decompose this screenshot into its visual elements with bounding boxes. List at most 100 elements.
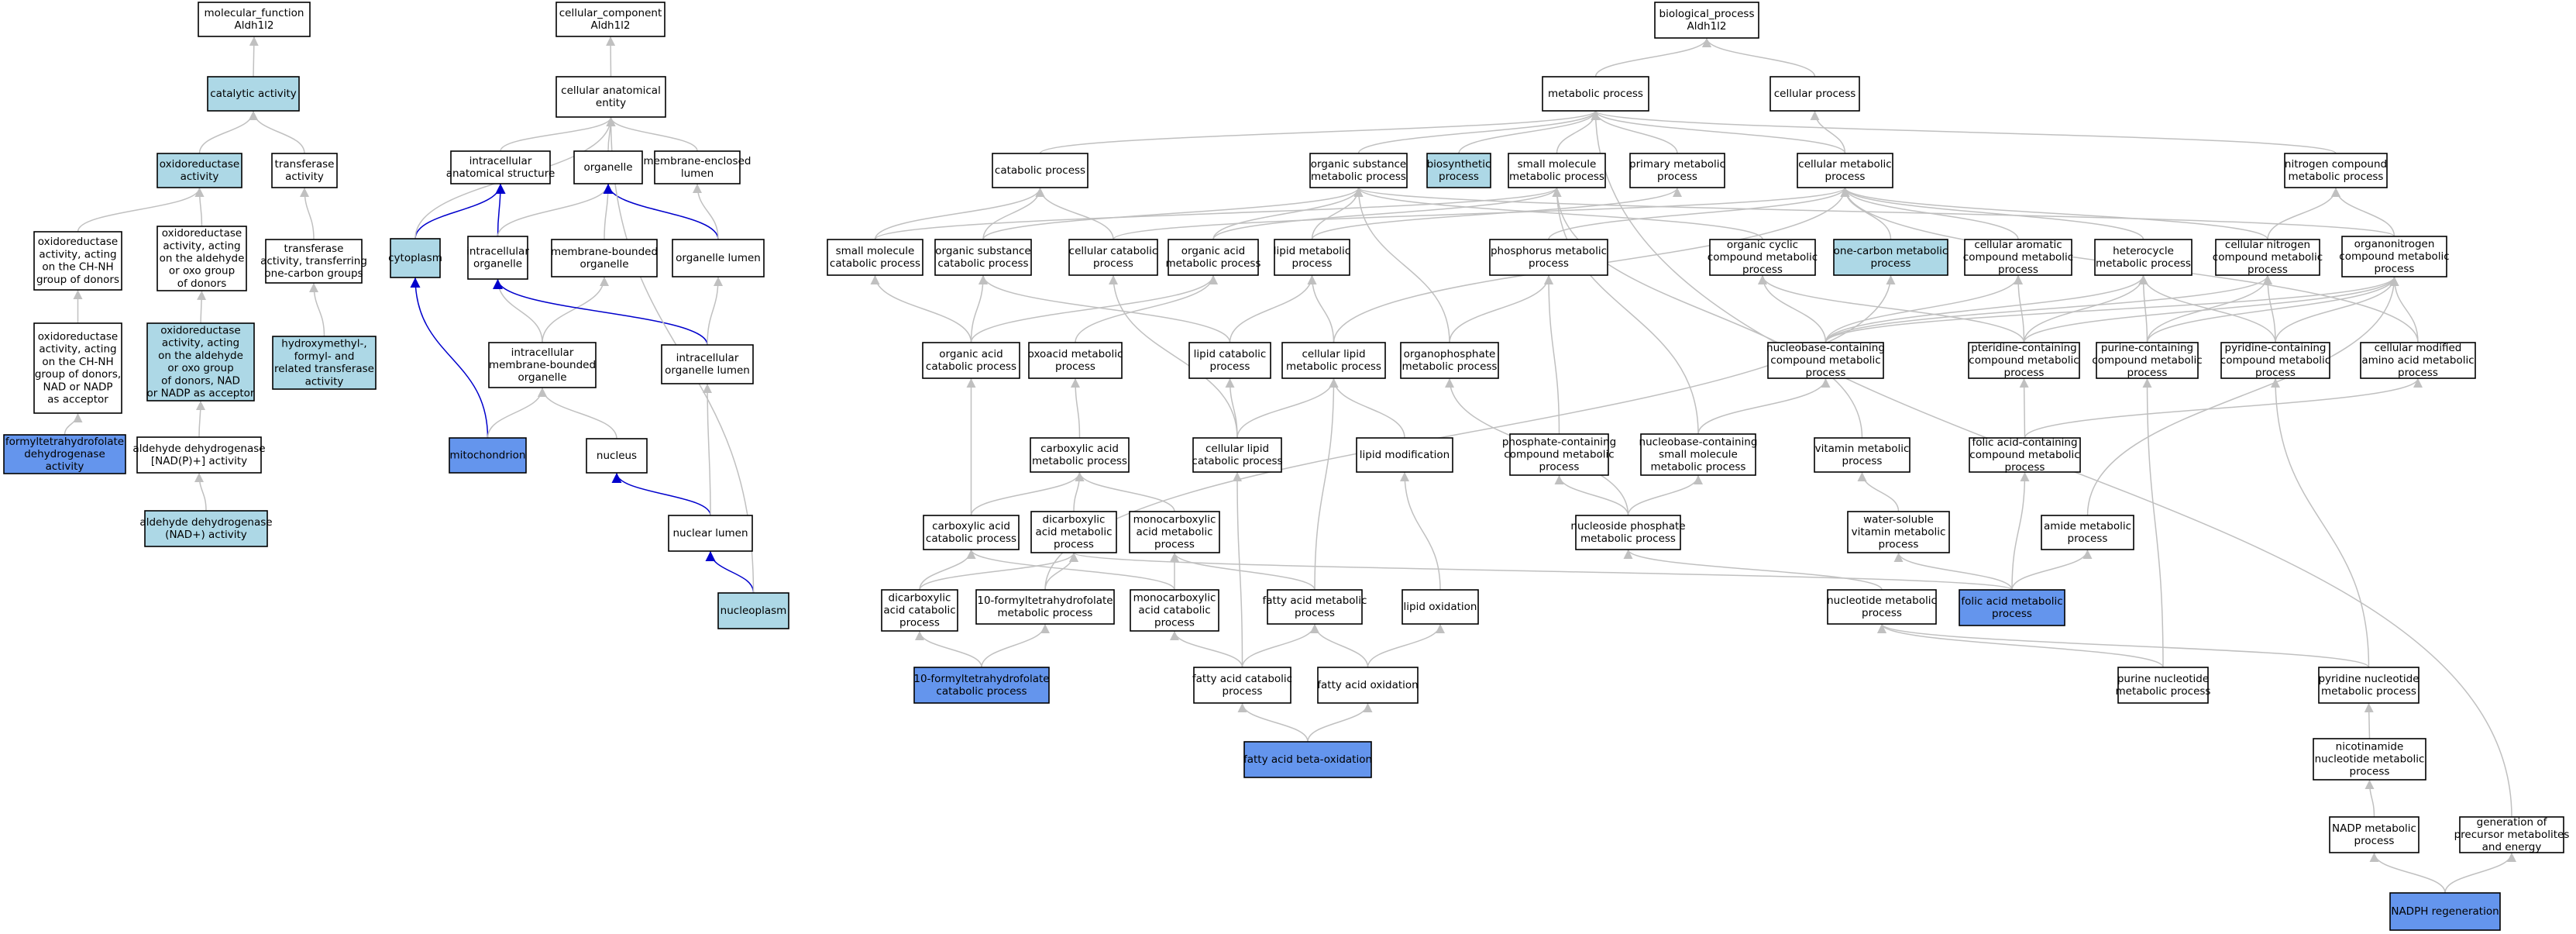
- node-label: nucleoside phosphate: [1570, 520, 1685, 532]
- node-label: catabolic process: [995, 164, 1085, 177]
- edge-mbo-to-organelle: [603, 183, 613, 240]
- node-box: [390, 238, 441, 278]
- node-box: [467, 236, 528, 280]
- edge-fam-to-mcam: [1170, 552, 1316, 591]
- node-label: cellular_component: [559, 7, 662, 19]
- edge-fam-to-clm: [1314, 377, 1339, 591]
- node-faox: fatty acid oxidation: [1317, 667, 1419, 704]
- node-label: on the CH-NH: [42, 261, 113, 274]
- node-label: intracellular: [466, 245, 529, 257]
- node-label: intracellular: [676, 352, 739, 364]
- node-box: [1640, 433, 1756, 476]
- node-label: NAD or NADP: [43, 381, 113, 393]
- node-box: [661, 344, 754, 384]
- node-label: organic acid: [1181, 245, 1245, 257]
- node-label: cellular metabolic: [1798, 158, 1891, 171]
- node-label: organonitrogen: [2354, 238, 2435, 250]
- node-label: process: [1439, 171, 1479, 183]
- node-label: fatty acid beta-oxidation: [1243, 753, 1372, 766]
- node-label: process: [2354, 835, 2395, 847]
- node-label: activity: [46, 460, 84, 473]
- node-label: phosphorus metabolic: [1491, 245, 1607, 257]
- node-label: 10-formyltetrahydrofolate: [977, 595, 1113, 607]
- node-box: [144, 510, 268, 547]
- edge-lipox-to-lipmod: [1400, 471, 1441, 591]
- edge-ptcm-to-occm: [1758, 274, 2025, 343]
- node-box: [668, 515, 753, 552]
- node-label: fatty acid catabolic: [1192, 673, 1292, 685]
- edge-cytoplasm-to-ias: [414, 183, 506, 240]
- node-label: cellular modified: [2375, 342, 2462, 354]
- node-box: [1168, 239, 1259, 276]
- node-box: [1814, 437, 1911, 473]
- edge-ptcm-to-cacm: [2014, 274, 2025, 343]
- node-box: [2215, 239, 2320, 276]
- edge-folicm-to-dcam: [1069, 552, 2013, 591]
- node-label: process: [1825, 171, 1866, 183]
- node-label: organelle lumen: [676, 252, 761, 264]
- node-label: metabolic process: [1032, 455, 1127, 467]
- node-label: transferase: [284, 243, 344, 255]
- node-label: folic acid metabolic: [1961, 595, 2062, 608]
- node-orglumen: organelle lumen: [672, 239, 765, 277]
- node-label: process: [2398, 367, 2438, 379]
- node-label: molecular_function: [205, 7, 304, 19]
- edge-nbcm-to-oncm: [1825, 276, 2399, 343]
- node-label: catabolic process: [830, 257, 920, 270]
- edge-osm-to-metab: [1357, 110, 1601, 154]
- edge-cacat-to-cam: [970, 471, 1085, 516]
- edge-cellproc-to-bp: [1702, 37, 1816, 78]
- edge-faox-to-lipox: [1367, 623, 1445, 668]
- node-label: catabolic process: [1192, 455, 1282, 467]
- node-box: [555, 2, 665, 37]
- node-label: metabolic process: [1580, 532, 1676, 545]
- node-label: acid catabolic: [1138, 605, 1210, 617]
- node-box: [881, 589, 958, 632]
- edge-oxald-to-oxred: [194, 187, 205, 227]
- node-nuclumen: nuclear lumen: [668, 515, 753, 552]
- edge-wsvm-to-vitm: [1857, 471, 1900, 512]
- edges: [64, 36, 2516, 894]
- node-label: process: [2127, 367, 2168, 379]
- node-label: small molecule: [836, 245, 915, 257]
- node-label: on the aldehyde: [158, 350, 243, 362]
- node-label: organic cyclic: [1727, 239, 1798, 251]
- node-label: process: [1223, 685, 1263, 698]
- node-label: process: [1879, 539, 1919, 551]
- node-label: process: [1154, 539, 1195, 551]
- node-label: oxidoreductase: [160, 158, 239, 171]
- node-label: precursor metabolites: [2454, 829, 2570, 841]
- node-label: formyl- and: [294, 350, 355, 363]
- node-box: [2459, 816, 2564, 853]
- node-label: cellular lipid: [1302, 348, 1365, 360]
- edge-mcam-to-cam: [1075, 471, 1175, 512]
- node-box: [272, 336, 377, 390]
- node-label: process: [1742, 264, 1783, 276]
- edge-nbcm-to-hetm: [1825, 274, 2148, 343]
- node-fabox: fatty acid beta-oxidation: [1243, 741, 1372, 778]
- node-box: [1193, 667, 1291, 704]
- edge-clcat-to-clm: [1236, 377, 1339, 439]
- node-box: [1188, 342, 1271, 379]
- node-box: [2389, 892, 2501, 931]
- node-fthfdh: formyltetrahydrofolatedehydrogenaseactiv…: [3, 434, 126, 474]
- edge-nuclumen-to-nucleus: [611, 472, 711, 516]
- node-box: [1267, 589, 1363, 625]
- node-label: small molecule: [1659, 449, 1738, 461]
- node-box: [1274, 239, 1350, 276]
- node-label: metabolic process: [2096, 257, 2191, 270]
- node-label: monocarboxylic: [1133, 513, 1216, 526]
